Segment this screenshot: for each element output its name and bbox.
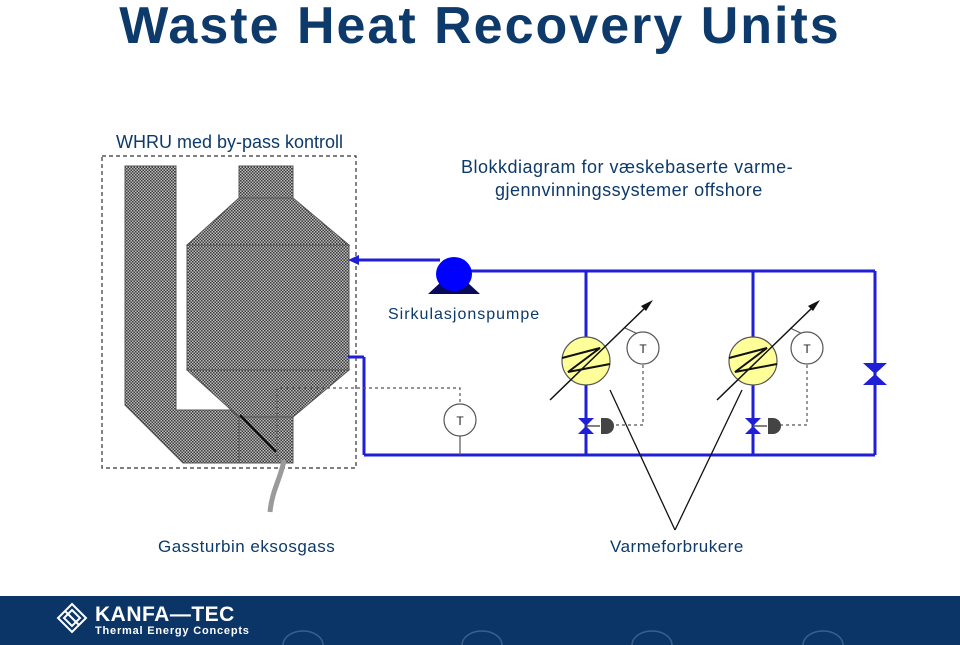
whru-boundary [101, 155, 357, 469]
footer-brand: KANFA—TEC [95, 603, 235, 626]
consumers-label: Varmeforbrukere [610, 537, 744, 556]
control-valve-2 [745, 418, 781, 434]
sensor-label: T [456, 414, 464, 428]
heat-consumer-2 [716, 300, 820, 401]
gas-label: Gassturbin eksosgass [158, 537, 336, 556]
bypass-damper [239, 414, 277, 453]
temp-sensor-2: T [624, 327, 660, 365]
diagram-caption-line1: Blokkdiagram for væskebaserte varme- [461, 157, 794, 177]
heat-recovery-diagram: T T T [101, 155, 887, 531]
pump-label: Sirkulasjonspumpe [388, 306, 541, 323]
heat-consumer-1 [549, 300, 653, 401]
temp-sensor-3: T [789, 327, 824, 365]
page-title: Waste Heat Recovery Units [119, 0, 841, 55]
whru-vessel [185, 165, 351, 464]
diagram-caption-line2: gjennvinningssystemer offshore [495, 180, 763, 200]
circulation-pump [428, 257, 480, 294]
control-lines [276, 365, 808, 458]
footer-bar [0, 596, 960, 645]
bypass-valve [863, 363, 887, 385]
control-valve-1 [578, 418, 614, 434]
flow-arrow [348, 255, 359, 265]
whru-label: WHRU med by-pass kontroll [116, 132, 344, 152]
gas-inlet-pipe [267, 459, 287, 513]
temp-sensor-1: T [443, 403, 477, 455]
footer-decoration [282, 630, 844, 645]
sensor-label: T [639, 342, 647, 356]
kanfa-logo-icon [56, 602, 88, 634]
sensor-label: T [803, 342, 811, 356]
consumer-pointers [609, 389, 743, 531]
footer-tagline: Thermal Energy Concepts [95, 625, 250, 637]
